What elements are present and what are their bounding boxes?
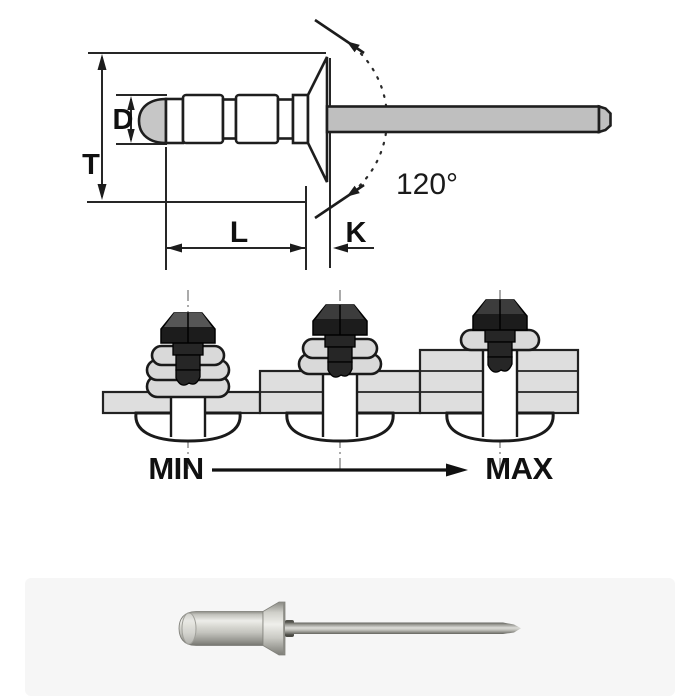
rivet-band [234,93,280,145]
technical-drawing-section [87,18,612,270]
grip-max-label: MAX [485,451,553,486]
photo-mandrel [285,622,503,634]
mandrel-head [160,312,216,344]
photo-rivet-flange [262,601,286,656]
mandrel-stem-tip [597,104,612,134]
photo-background [25,578,675,696]
product-photo-section [25,578,675,696]
dimension-label-L: L [229,216,249,249]
mandrel-head [312,304,368,336]
angle-arrow-top [346,41,360,53]
rivet-band [181,93,225,145]
shank-edges [321,370,359,437]
mandrel-remnant [484,327,516,373]
grip-min-label: MIN [148,451,204,486]
rivet-side-view [137,56,612,183]
mandrel-remnant [324,332,356,378]
shank-edges [481,349,519,437]
dimension-label-T: T [82,149,100,181]
countersink-angle-label: 120° [396,168,459,201]
rivet-groove [164,97,185,145]
photo-rivet-body [178,611,264,646]
dimension-label-D: D [112,104,134,136]
rivet-groove [276,98,295,140]
grip-range-section [101,290,580,477]
photo-mandrel-tip [503,622,521,634]
countersunk-head [306,56,329,183]
mandrel-head [472,299,528,331]
grip-direction-arrow [212,463,468,477]
installed-rivet-min [134,312,242,443]
installed-rivet-mid [285,304,395,443]
dimension-label-K: K [345,217,367,249]
dimension-arrowheads [97,54,348,253]
angle-annotation [314,18,388,220]
photo-rivet-body-endcap [181,612,197,645]
shank-edges [169,391,207,437]
angle-arrow-bottom [346,185,360,197]
shank [323,369,357,438]
rivet-band [291,93,310,145]
mandrel-remnant [172,340,204,386]
installed-rivet-max [445,299,555,443]
rivet-groove [221,98,238,140]
rivet-dome-tip [137,97,168,145]
mandrel-stem [325,105,601,134]
